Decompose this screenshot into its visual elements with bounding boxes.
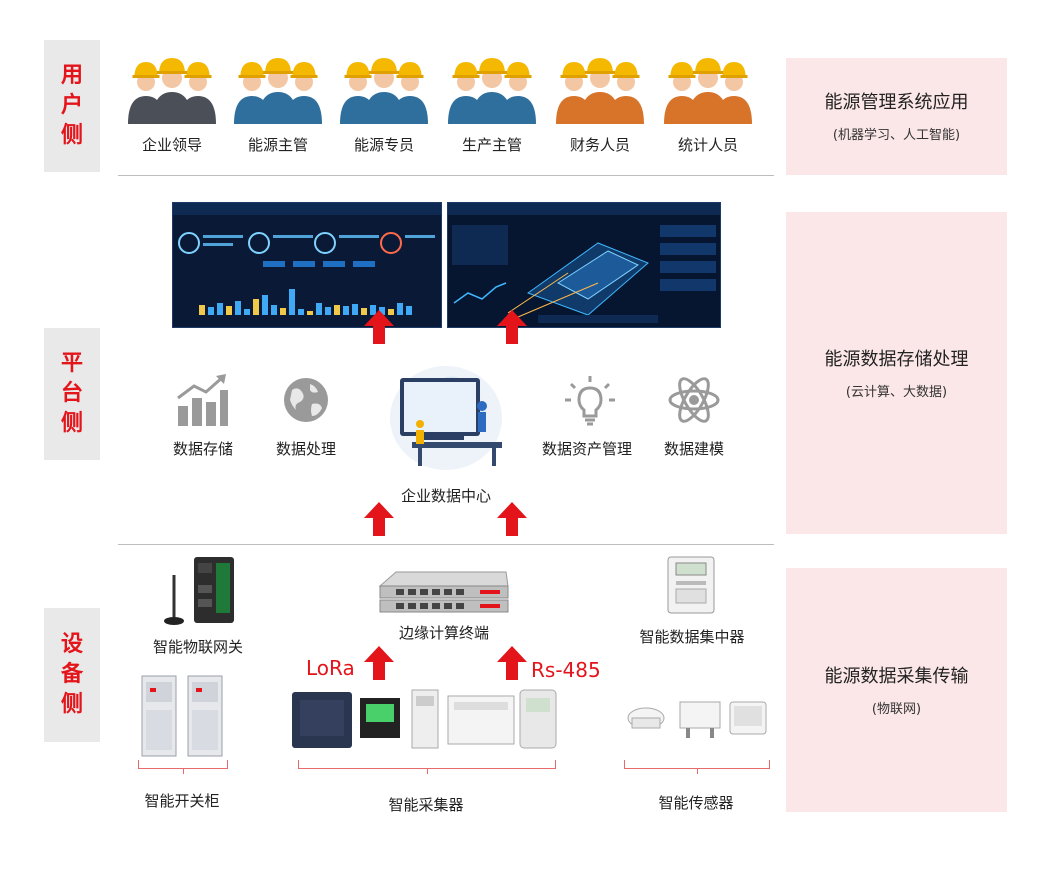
bracket-collector xyxy=(298,760,556,774)
dashboard-bar xyxy=(352,304,358,315)
dashboard-3d-graphic xyxy=(448,203,720,327)
user-role-label: 生产主管 xyxy=(461,136,522,154)
dashboard-bar xyxy=(397,303,403,315)
arrow-up-icon xyxy=(497,646,527,680)
user-role-4: 财务人员 xyxy=(552,52,648,155)
dashboard-bar xyxy=(208,307,214,315)
device-label-edge: 边缘计算终端 xyxy=(398,624,489,642)
dashboard-bar xyxy=(280,308,286,315)
platform-label-asset: 数据资产管理 xyxy=(541,440,632,458)
dashboard-bar xyxy=(253,299,259,315)
divider-user-platform xyxy=(118,175,774,176)
workers-group-icon xyxy=(664,58,752,124)
workers-group-icon xyxy=(556,58,644,124)
bracket-sensor xyxy=(624,760,770,774)
dashboard-bar xyxy=(244,309,250,315)
atom-icon xyxy=(668,377,720,423)
dashboard-bar xyxy=(325,307,331,315)
user-role-1: 能源主管 xyxy=(230,52,326,155)
dashboard-bar xyxy=(379,307,385,315)
dashboard-bar xyxy=(226,306,232,315)
dashboard-bar xyxy=(289,289,295,315)
dashboard-screen-left xyxy=(172,202,442,328)
switchgear-cabinets xyxy=(141,675,223,757)
data-concentrator-device xyxy=(667,556,715,614)
dashboard-bar xyxy=(370,305,376,315)
dashboard-bar xyxy=(406,306,412,315)
workers-group-icon xyxy=(234,58,322,124)
user-layer-description: 能源管理系统应用 (机器学习、人工智能) xyxy=(786,58,1007,175)
device-label-sensor: 智能传感器 xyxy=(658,794,734,812)
device-label-concentrator: 智能数据集中器 xyxy=(639,628,745,646)
dashboard-bar xyxy=(316,303,322,315)
dashboard-bar xyxy=(199,305,205,315)
globe-icon xyxy=(284,378,328,422)
user-layer-subtitle: (机器学习、人工智能) xyxy=(832,128,961,143)
arrow-up-icon xyxy=(364,646,394,680)
dashboard-bar xyxy=(361,308,367,315)
iot-gateway-device xyxy=(164,557,234,625)
platform-label-modeling: 数据建模 xyxy=(663,440,724,458)
user-role-label: 能源专员 xyxy=(353,136,414,154)
workers-group-icon xyxy=(340,58,428,124)
user-role-2: 能源专员 xyxy=(336,52,432,155)
device-label-gateway: 智能物联网关 xyxy=(152,638,243,656)
platform-label-datacenter: 企业数据中心 xyxy=(400,487,491,505)
dashboard-bar xyxy=(271,305,277,315)
platform-layer-title: 能源数据存储处理 xyxy=(824,348,969,370)
device-layer-subtitle: (物联网) xyxy=(871,701,922,717)
platform-layer-subtitle: (云计算、大数据) xyxy=(845,384,948,400)
user-role-label: 能源主管 xyxy=(247,136,308,154)
dashboard-bar xyxy=(298,309,304,315)
bar-chart-growth-icon xyxy=(177,374,228,426)
dashboard-screen-right xyxy=(447,202,721,328)
platform-layer-description: 能源数据存储处理 (云计算、大数据) xyxy=(786,212,1007,534)
dashboard-chart-graphic xyxy=(173,203,441,327)
device-label-collector: 智能采集器 xyxy=(388,796,464,814)
divider-platform-device xyxy=(118,544,774,545)
lightbulb-icon xyxy=(565,376,615,426)
workers-group-icon xyxy=(448,58,536,124)
arrow-up-icon xyxy=(364,310,394,344)
user-role-3: 生产主管 xyxy=(444,52,540,155)
lora-label: LoRa xyxy=(306,656,355,680)
dashboard-bar xyxy=(343,306,349,315)
user-role-label: 统计人员 xyxy=(677,136,738,154)
device-layer-title: 能源数据采集传输 xyxy=(824,665,969,687)
data-center-illustration xyxy=(390,366,502,470)
edge-computing-server xyxy=(378,571,509,613)
user-layer-title: 能源管理系统应用 xyxy=(824,92,969,113)
device-layer-description: 能源数据采集传输 (物联网) xyxy=(786,568,1007,812)
dashboard-bar xyxy=(217,303,223,315)
section-tab-device: 设 备 侧 xyxy=(44,608,100,742)
dashboard-bar xyxy=(235,301,241,315)
bracket-switchgear xyxy=(138,760,228,774)
dashboard-bar xyxy=(334,305,340,315)
user-role-label: 企业领导 xyxy=(141,136,202,154)
smart-sensors-group xyxy=(627,701,767,738)
dashboard-bar xyxy=(262,295,268,315)
arrow-up-icon xyxy=(497,502,527,536)
dashboard-bar xyxy=(307,311,313,315)
workers-group-icon xyxy=(128,58,216,124)
platform-label-storage: 数据存储 xyxy=(172,440,233,458)
arrow-up-icon xyxy=(497,310,527,344)
user-role-5: 统计人员 xyxy=(660,52,756,155)
user-role-0: 企业领导 xyxy=(124,52,220,155)
user-role-label: 财务人员 xyxy=(569,136,630,154)
device-label-switchgear: 智能开关柜 xyxy=(144,792,220,810)
platform-label-processing: 数据处理 xyxy=(275,440,336,458)
smart-collectors-group xyxy=(292,689,557,749)
section-tab-user: 用 户 侧 xyxy=(44,40,100,172)
arrow-up-icon xyxy=(364,502,394,536)
rs485-label: Rs-485 xyxy=(531,658,601,682)
dashboard-bar xyxy=(388,309,394,315)
section-tab-platform: 平 台 侧 xyxy=(44,328,100,460)
